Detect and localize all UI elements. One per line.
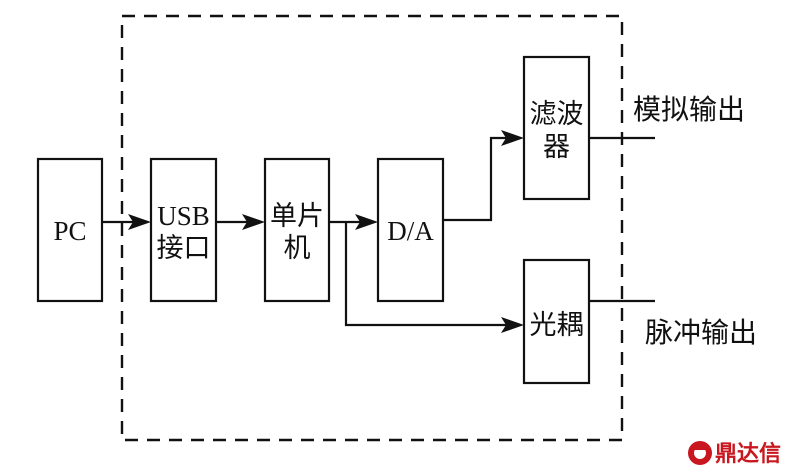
da-block: D/A	[376, 157, 445, 303]
arrow-mcu-optocoupler-icon	[501, 317, 524, 333]
usb-block: USB 接口	[149, 157, 218, 303]
arrow-mcu-da-icon	[355, 214, 378, 230]
logo-text: 鼎达信	[715, 441, 781, 467]
pc-block: PC	[36, 157, 104, 303]
logo-emblem-bar	[693, 447, 707, 450]
watermark-logo: 鼎达信	[688, 441, 781, 467]
analog-output-label: 模拟输出	[633, 94, 745, 126]
system-boundary-dashed	[120, 14, 624, 442]
arrow-usb-mcu-icon	[242, 214, 265, 230]
da-label: D/A	[387, 216, 434, 246]
arrow-pc-usb-icon	[128, 214, 151, 230]
da-box	[376, 157, 445, 303]
optocoupler-box	[522, 258, 591, 385]
mcu-block: 单片 机	[263, 157, 331, 303]
pc-box	[36, 157, 104, 303]
mcu-label-line2: 机	[284, 233, 311, 263]
optocoupler-block: 光耦	[522, 258, 591, 385]
wire-da-filter	[443, 136, 513, 222]
filter-label-line2: 器	[543, 132, 570, 162]
filter-block: 滤波 器	[522, 55, 591, 201]
pc-label: PC	[53, 216, 86, 246]
usb-label-line1: USB	[157, 201, 210, 231]
wire-mcu-optocoupler	[344, 222, 513, 327]
pulse-output-label: 脉冲输出	[645, 317, 757, 349]
usb-box	[149, 157, 218, 303]
mcu-label-line1: 单片	[270, 201, 324, 231]
usb-label-line2: 接口	[157, 233, 211, 263]
optocoupler-label: 光耦	[530, 310, 584, 340]
filter-box	[522, 55, 591, 201]
arrow-da-filter-icon	[501, 130, 524, 146]
filter-label-line1: 滤波	[530, 99, 584, 129]
mcu-box	[263, 157, 331, 303]
